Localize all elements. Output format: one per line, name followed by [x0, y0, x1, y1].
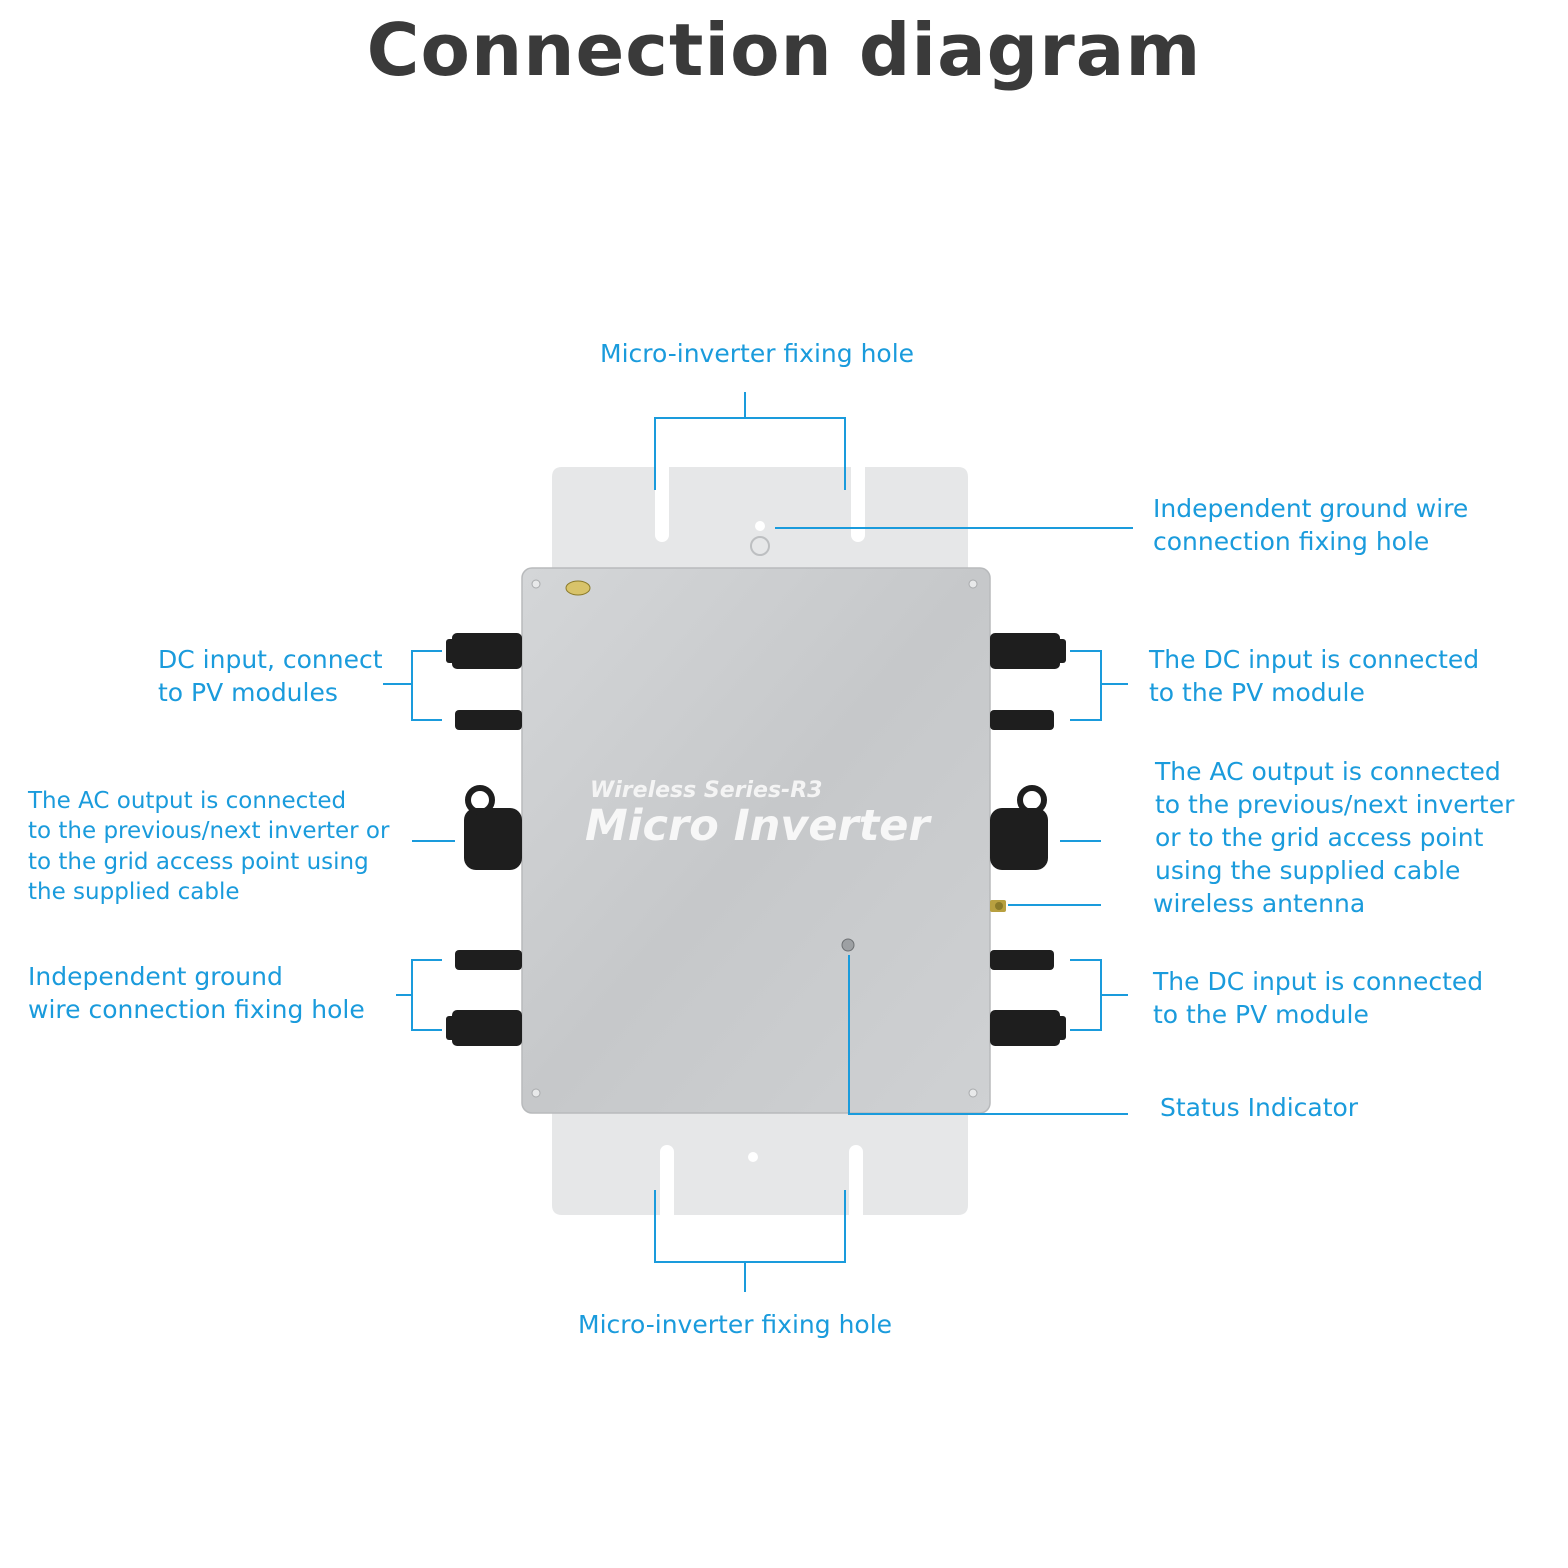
- label-ground-top-right: Independent ground wire connection fixin…: [1153, 494, 1469, 556]
- status-indicator-led: [841, 938, 855, 952]
- ac-connector-right: [990, 785, 1048, 870]
- fixing-hole-slot: [849, 1145, 863, 1225]
- label-dc-right-top: The DC input is connected to the PV modu…: [1149, 645, 1480, 707]
- dc-connector-right-bottom: [990, 1010, 1066, 1046]
- dc-connector-right-top: [990, 633, 1066, 669]
- inverter-body: Wireless Series-R3 Micro Inverter: [521, 567, 991, 1114]
- product-text: Micro Inverter: [585, 801, 932, 851]
- connectors: [446, 633, 1066, 1046]
- label-ground-left: Independent ground wire connection fixin…: [28, 962, 365, 1024]
- leader-lines: [383, 392, 1133, 1292]
- ac-connector-left: [464, 785, 522, 870]
- label-fixing-hole-top: Micro-inverter fixing hole: [600, 339, 915, 368]
- label-status-indicator: Status Indicator: [1160, 1093, 1359, 1122]
- label-fixing-hole-bottom: Micro-inverter fixing hole: [578, 1310, 893, 1339]
- screw-icon: [531, 579, 541, 589]
- ce-badge-icon: [565, 580, 591, 596]
- fixing-hole-slot: [851, 460, 865, 542]
- label-ac-left: The AC output is connected to the previo…: [28, 788, 390, 906]
- ground-hole: [755, 521, 765, 531]
- ground-hole: [748, 1152, 758, 1162]
- screw-icon: [531, 1088, 541, 1098]
- label-dc-left-top: DC input, connect to PV modules: [158, 645, 383, 707]
- dc-connector-left-top: [446, 633, 522, 669]
- fixing-hole-slot: [660, 1145, 674, 1225]
- label-dc-right-bottom: The DC input is connected to the PV modu…: [1153, 967, 1484, 1029]
- dc-connector-left-bottom: [446, 1010, 522, 1046]
- dc-connector-left-low: [455, 950, 522, 970]
- antenna-icon: [990, 900, 1006, 912]
- dc-connector-right-mid: [990, 710, 1054, 730]
- dc-connector-right-low: [990, 950, 1054, 970]
- label-ac-right: The AC output is connected to the previo…: [1155, 757, 1515, 885]
- label-antenna: wireless antenna: [1153, 889, 1366, 918]
- page-title: Connection diagram: [366, 8, 1202, 92]
- fixing-hole-slot: [655, 460, 669, 542]
- series-text: Wireless Series-R3: [590, 778, 822, 803]
- screw-icon: [968, 579, 978, 589]
- screw-icon: [968, 1088, 978, 1098]
- dc-connector-left-mid: [455, 710, 522, 730]
- ground-symbol-icon: [750, 536, 770, 556]
